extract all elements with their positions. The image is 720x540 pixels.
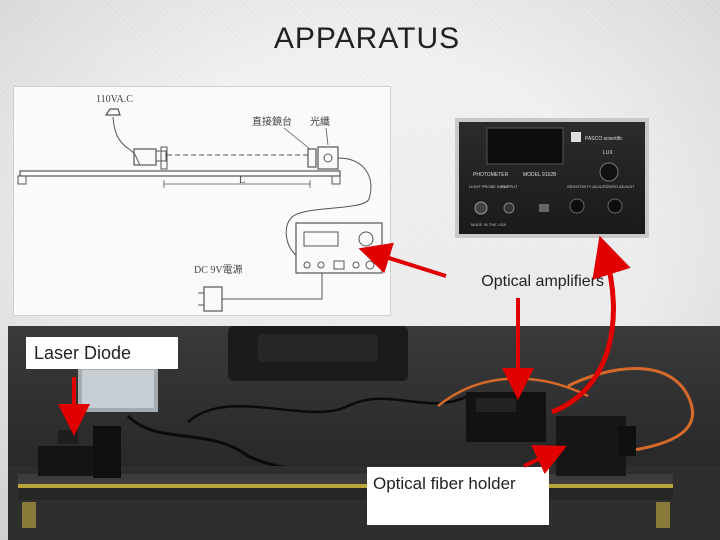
optical-amplifiers-label: Optical amplifiers xyxy=(481,273,604,290)
brand-text: PASCO scientific xyxy=(585,136,623,142)
plug-icon xyxy=(104,108,121,116)
distance-label: L xyxy=(239,175,245,186)
detector-label-1: 直接鏡台 xyxy=(252,115,292,128)
photometer-display xyxy=(486,127,564,165)
fiber-cable xyxy=(285,157,372,256)
photometer-panel: PASCO scientific LUX PHOTOMETER MODEL 91… xyxy=(455,118,649,238)
apparatus-photo-drawing xyxy=(8,326,720,540)
sensitivity-text: SENSITIVITY ADJUST xyxy=(567,184,608,189)
panel-arrow xyxy=(551,235,631,415)
zero-knob xyxy=(607,198,623,214)
power-label: 110VA.C xyxy=(96,94,133,105)
probe-input-jack xyxy=(474,201,488,215)
fiber-holder-box xyxy=(556,416,626,476)
fiber-holder xyxy=(307,148,317,168)
made-in-text: MADE IN THE USA xyxy=(471,222,506,227)
sensitivity-knob xyxy=(569,198,585,214)
input-text: LIGHT PROBE INPUT xyxy=(469,184,509,189)
range-knob xyxy=(599,162,619,182)
photometer-panel-drawing: PASCO scientific LUX PHOTOMETER MODEL 91… xyxy=(469,127,635,227)
rail-scale xyxy=(18,484,673,488)
optical-fiber-holder-label: Optical fiber holder xyxy=(367,467,549,525)
fiber-holder-arrow xyxy=(523,445,567,474)
optical-rail xyxy=(19,170,341,177)
detector-label-2: 光纖 xyxy=(310,115,330,128)
apparatus-schematic: 110VA.C 直接鏡台 光纖 L xyxy=(13,86,391,316)
output-text: OUTPUT xyxy=(501,184,518,189)
toggle-switch xyxy=(539,204,549,212)
amplifier-arrow-schematic xyxy=(358,242,447,278)
lux-text: LUX xyxy=(603,150,613,156)
zero-text: ZERO ADJUST xyxy=(607,184,635,189)
dc-label: DC 9V電源 xyxy=(194,263,243,276)
slide-title: APPARATUS xyxy=(273,22,461,55)
model-text: MODEL 9152B xyxy=(523,172,557,178)
orange-fiber-cable xyxy=(567,367,695,453)
photometer-text: PHOTOMETER xyxy=(473,172,509,178)
laser-diode-label: Laser Diode xyxy=(26,337,178,369)
output-jack xyxy=(503,202,515,214)
